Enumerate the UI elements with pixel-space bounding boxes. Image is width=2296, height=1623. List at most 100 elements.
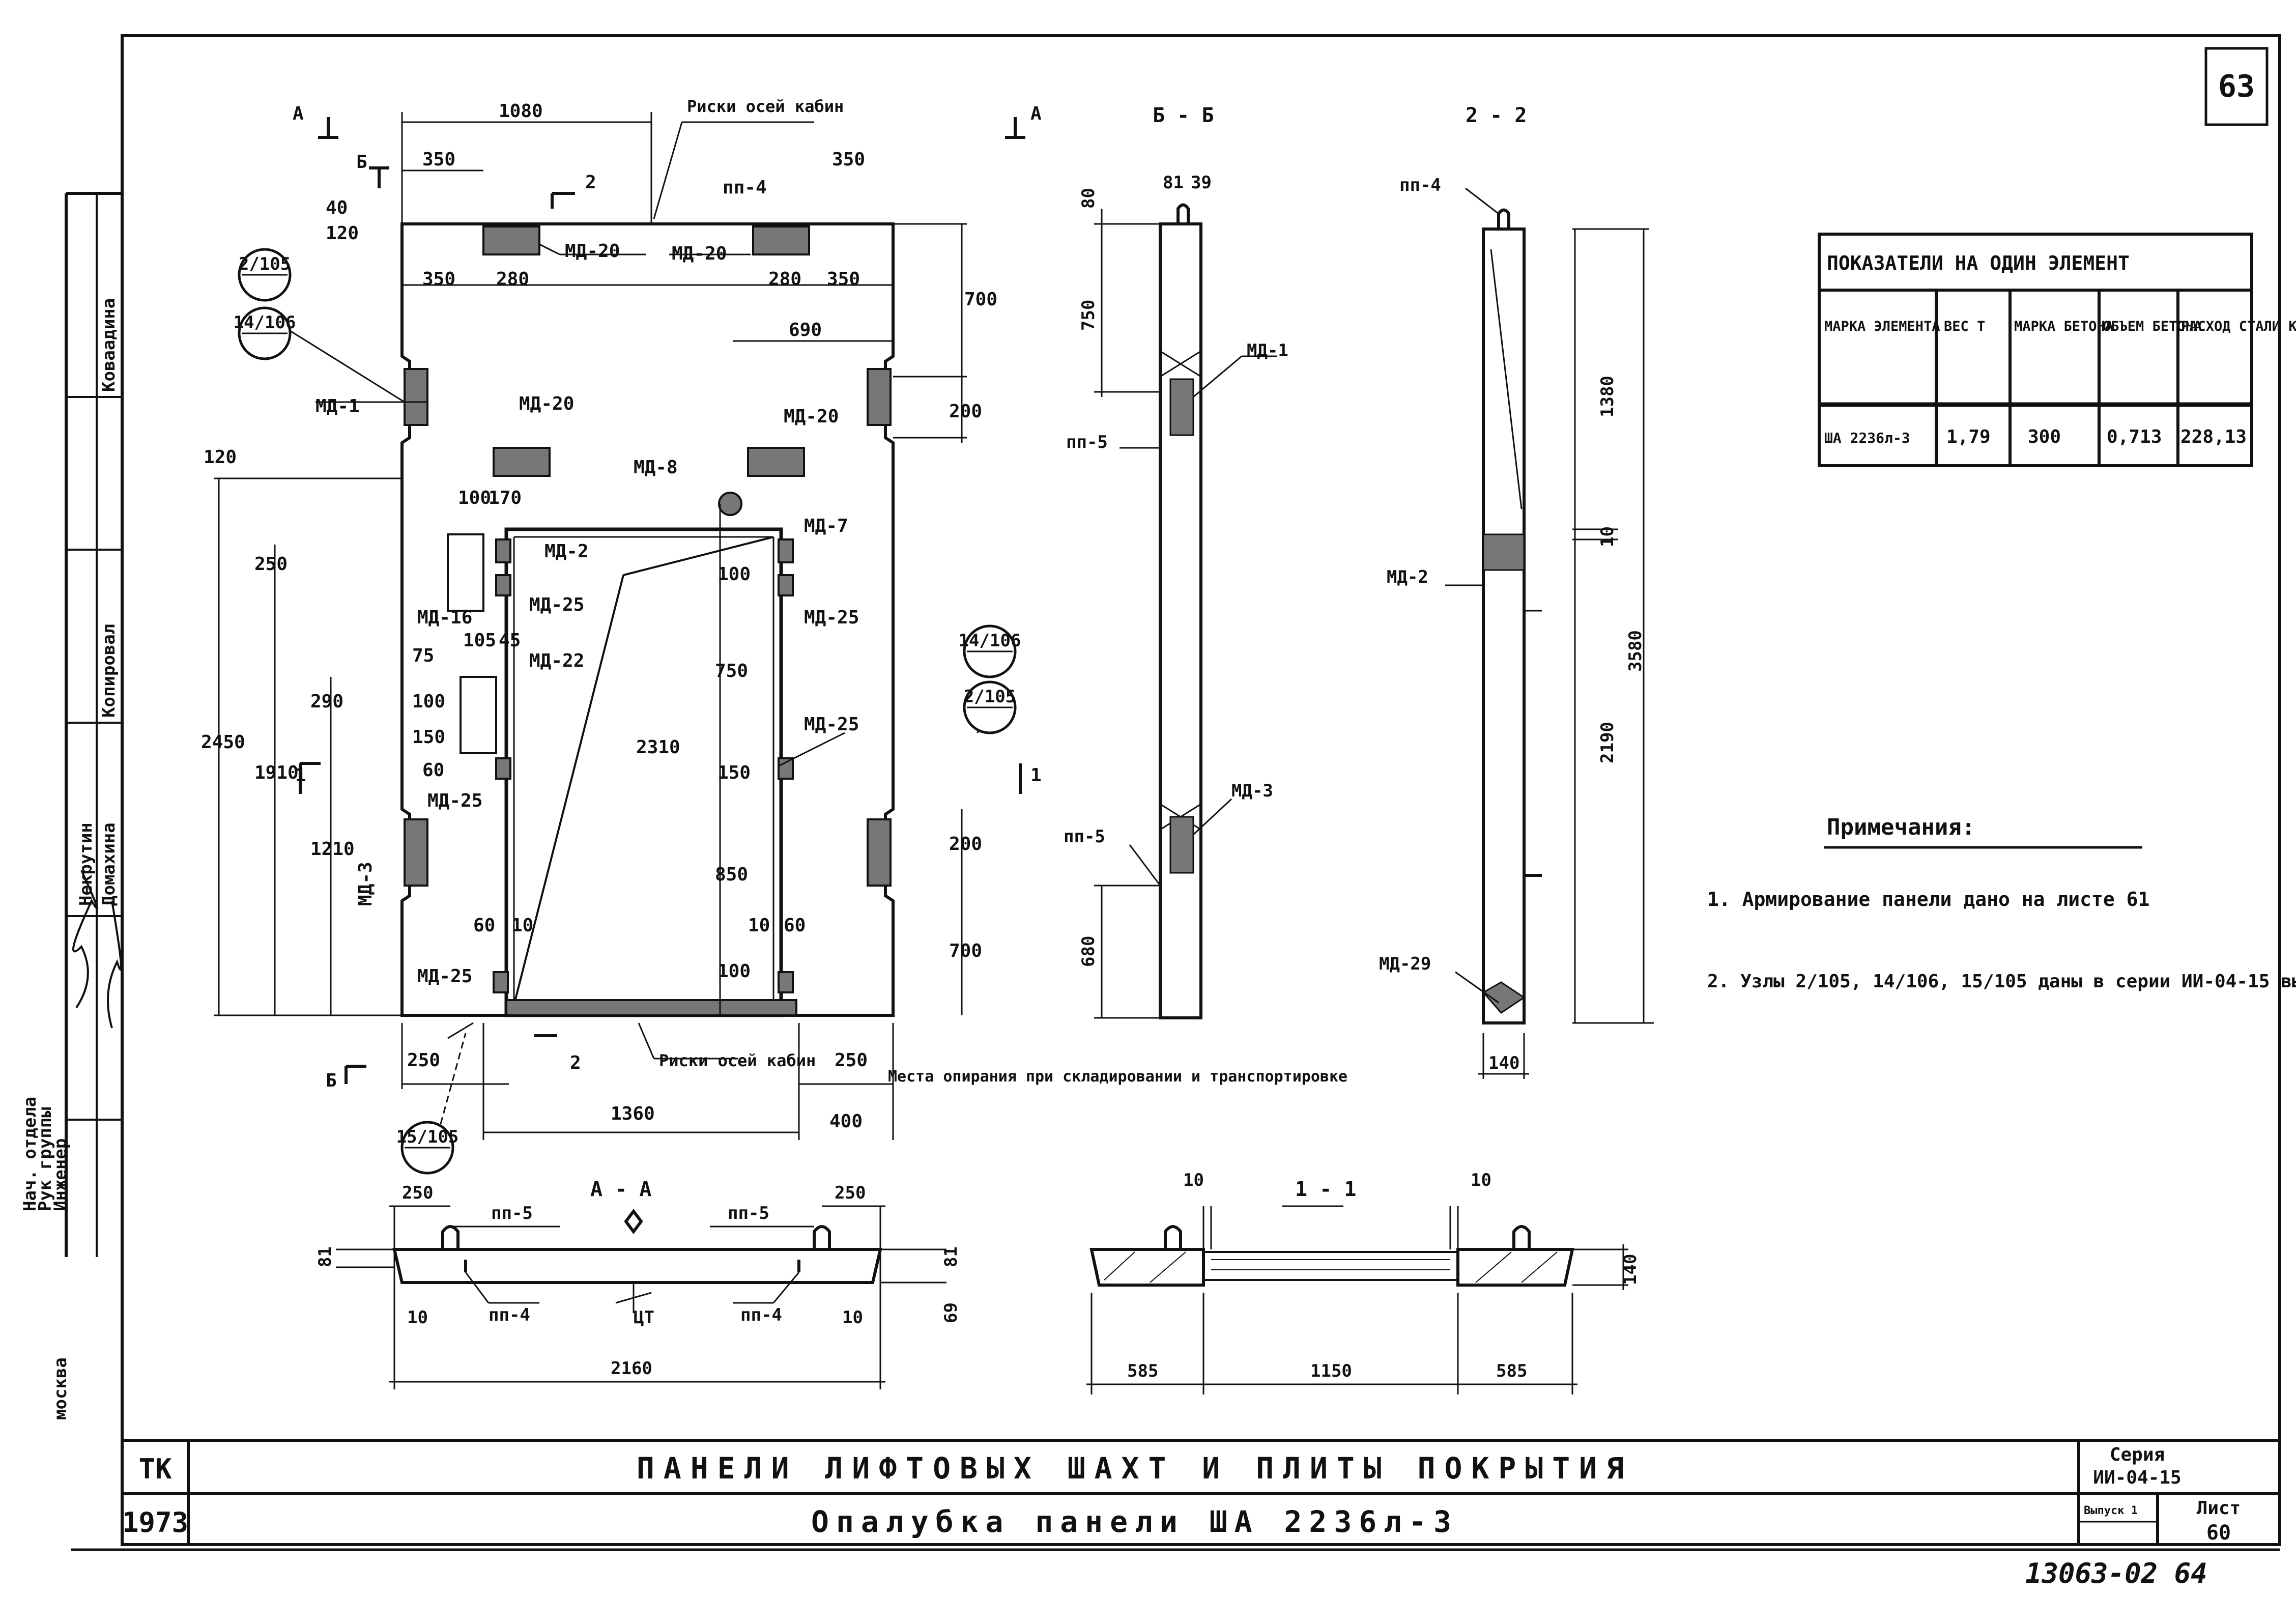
dim-label: 750	[715, 661, 748, 681]
plate-md20-top-right	[752, 225, 810, 255]
plate-md25-a	[495, 574, 511, 596]
plate-md16	[447, 533, 484, 612]
dim-label: 280	[496, 269, 529, 290]
part-label: МД-7	[804, 516, 848, 536]
plate-md25-e	[493, 971, 509, 993]
dim-label: 2450	[201, 732, 245, 753]
section-11-web	[1202, 1251, 1459, 1281]
part-label: МД-2	[544, 541, 589, 562]
dim-label: 200	[949, 401, 982, 422]
dim-label: 105	[463, 630, 496, 651]
section-11-title: 1 - 1	[1295, 1178, 1356, 1201]
dim-label: 120	[326, 223, 359, 244]
part-label: МД-20	[672, 243, 727, 264]
dim-label: 850	[715, 864, 748, 885]
section-mark-a: А	[1030, 103, 1042, 124]
part-label: МД-20	[565, 241, 620, 262]
dim-label: 3580	[1625, 630, 1646, 672]
part-label: пп-5	[1064, 827, 1105, 847]
stamp-role-2: Инженер	[50, 1138, 71, 1211]
part-label: МД-8	[634, 457, 678, 478]
dim-label: 140	[1620, 1254, 1641, 1285]
plate-md25-f	[778, 971, 794, 993]
dim-label: 39	[1191, 173, 1212, 193]
section-11-right-block	[1456, 1248, 1574, 1287]
stamp-name-4: Домахина	[99, 822, 119, 906]
part-label: пп-5	[1066, 432, 1108, 452]
section-11-left-block	[1089, 1248, 1205, 1287]
dim-label: 10	[748, 915, 770, 936]
section-mark-1: 1	[295, 765, 306, 786]
section-bb-title: Б - Б	[1153, 104, 1214, 127]
dim-label: 250	[835, 1183, 866, 1203]
dim-label: 150	[718, 762, 751, 783]
part-label: МД-3	[1231, 781, 1273, 801]
dim-label: 60	[422, 760, 444, 781]
dim-label: 80	[1078, 188, 1099, 209]
plate-md20-mid-left	[493, 447, 551, 477]
dim-label: 350	[832, 149, 865, 170]
table-cell: ША 2236л-3	[1824, 430, 1910, 446]
part-label: МД-22	[529, 650, 584, 671]
section-22-title: 2 - 2	[1466, 104, 1527, 127]
section-22-md2	[1482, 533, 1525, 571]
dim-label: 150	[412, 727, 445, 748]
stamp-role-3: Нач. отдела	[20, 1097, 40, 1211]
part-label: МД-25	[417, 966, 472, 987]
dim-label: 170	[489, 488, 522, 508]
dim-label: 1210	[310, 839, 355, 860]
plate-md20-top-left	[482, 225, 540, 255]
dim-label: 40	[326, 197, 348, 218]
note-item: 2. Узлы 2/105, 14/106, 15/105 даны в сер…	[1707, 971, 2296, 992]
drawing-title: ПАНЕЛИ ЛИФТОВЫХ ШАХТ И ПЛИТЫ ПОКРЫТИЯ	[637, 1451, 1633, 1486]
dim-label: 100	[412, 691, 445, 712]
stamp-name-1: Коваадина	[99, 298, 119, 392]
part-label: ЦТ	[634, 1307, 654, 1328]
stamp-name-3: Некрутин	[76, 822, 96, 906]
section-22: 2 - 2 1380 10 2190 3580 140 пп-4 МД-2 МД…	[1379, 104, 1654, 1079]
table-cell: 1,79	[1946, 426, 1991, 447]
dim-label: 81	[941, 1246, 961, 1267]
dim-label: 10	[511, 915, 533, 936]
year-label: 1973	[122, 1506, 188, 1539]
table-header: МАРКА БЕТОНА	[2014, 319, 2113, 334]
part-label: МД-20	[519, 393, 574, 414]
stamp-name-2: Копировал	[99, 624, 119, 718]
dim-label: 81	[315, 1246, 335, 1267]
series-label: Серия	[2110, 1444, 2165, 1465]
dim-label: 700	[949, 941, 982, 961]
inventory-number: 13063-02 64	[2025, 1557, 2207, 1589]
dim-label: 250	[254, 554, 288, 575]
dim-label: 400	[829, 1111, 863, 1132]
part-label: Риски осей кабин	[687, 97, 844, 116]
part-label: пп-4	[723, 177, 767, 198]
dim-label: 350	[827, 269, 860, 290]
indicators-table: ПОКАЗАТЕЛИ НА ОДИН ЭЛЕМЕНТ МАРКА ЭЛЕМЕНТ…	[1818, 233, 2296, 467]
dim-label: 75	[412, 645, 434, 666]
dim-label: 200	[949, 834, 982, 855]
org-label: ТК	[138, 1453, 172, 1485]
dim-label: 585	[1127, 1361, 1158, 1381]
section-mark-b: Б	[326, 1070, 337, 1091]
dim-label: 250	[407, 1050, 440, 1071]
notes: Примечания: 1. Армирование панели дано н…	[1707, 814, 2296, 992]
node-text: 14/106	[959, 631, 1021, 651]
sheet-label: Лист	[2197, 1498, 2241, 1519]
dim-label: 100	[458, 488, 491, 508]
part-label: МД-25	[529, 594, 584, 615]
table-header: РАСХОД СТАЛИ КГ	[2181, 319, 2296, 334]
series-value: ИИ-04-15	[2093, 1467, 2181, 1488]
front-view: 2/105 14/106 14/106 2/105 15/105 А А Б Б…	[201, 97, 1347, 1175]
dim-label: 680	[1078, 936, 1099, 967]
dim-label: 1150	[1310, 1361, 1352, 1381]
notes-heading: Примечания:	[1827, 814, 1975, 840]
section-bb-body	[1159, 222, 1202, 1019]
section-11: 1 - 1 10 10 140 585 1150 585	[1086, 1170, 1641, 1394]
dim-label: 10	[407, 1307, 428, 1328]
plate-md25-b	[778, 574, 794, 596]
part-label: МД-16	[417, 607, 472, 628]
part-label: МД-20	[784, 406, 839, 427]
plate-md7	[778, 538, 794, 563]
dim-label: 700	[964, 289, 997, 310]
